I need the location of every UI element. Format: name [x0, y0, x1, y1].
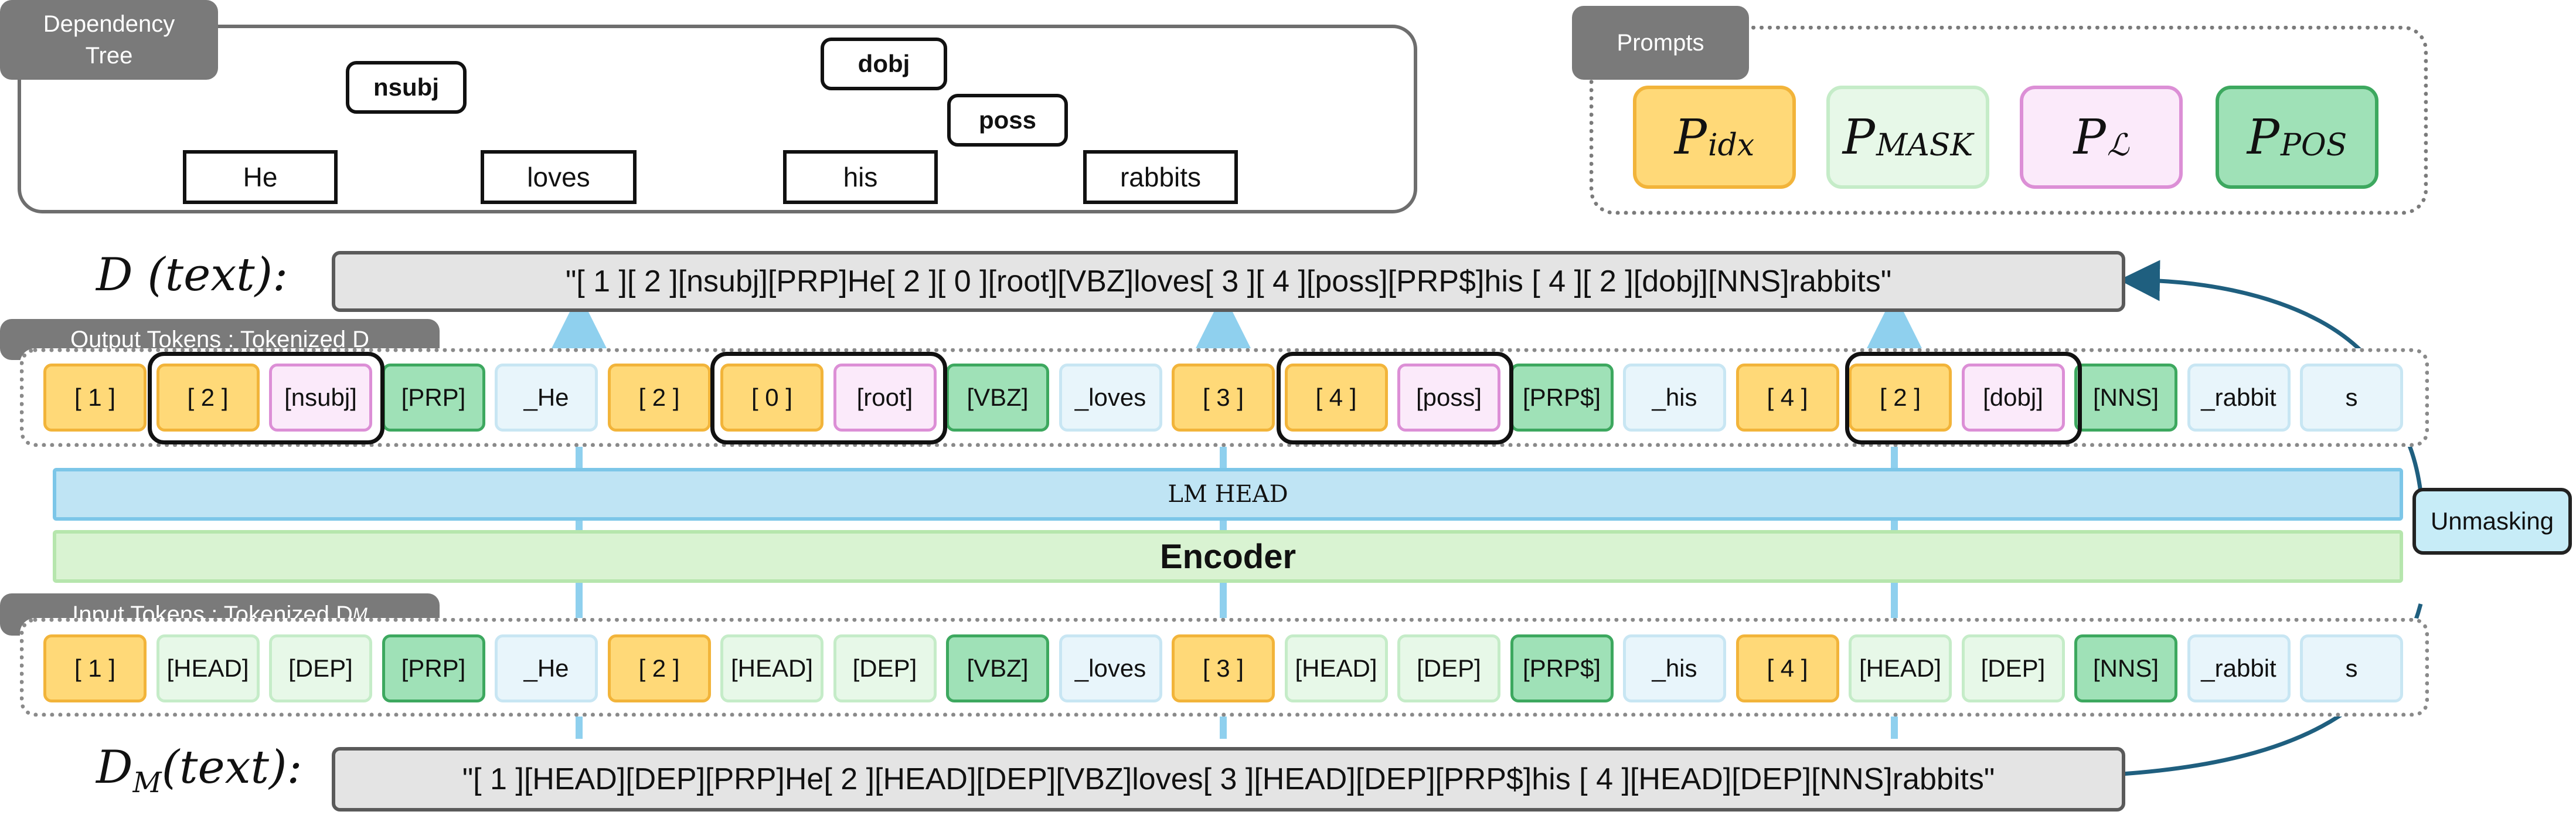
- group-box-dobj: [1845, 352, 2082, 444]
- output-tokens-token-17: [dobj]: [1961, 364, 2065, 432]
- output-tokens-token-3: [PRP]: [382, 364, 485, 432]
- dependency-tree-tag: Dependency Tree: [0, 0, 218, 80]
- output-tokens-token-9: _loves: [1059, 364, 1162, 432]
- input-tokens-token-18: [NNS]: [2074, 634, 2177, 702]
- input-tokens-token-11: [HEAD]: [1284, 634, 1388, 702]
- output-tokens-token-10: [ 3 ]: [1172, 364, 1275, 432]
- dm-text-label: DM(text):: [96, 741, 302, 799]
- output-tokens-token-16: [ 2 ]: [1849, 364, 1952, 432]
- prompt-idx-subscript: idx: [1707, 128, 1755, 163]
- output-tokens-token-13: [PRP$]: [1510, 364, 1614, 432]
- output-tokens-token-6: [ 0 ]: [720, 364, 823, 432]
- output-tokens-token-2: [nsubj]: [269, 364, 372, 432]
- tree-word-loves: loves: [481, 150, 637, 204]
- input-tokens-token-9: _loves: [1059, 634, 1162, 702]
- dm-text-label-main: D: [96, 741, 133, 794]
- input-tokens-token-0: [ 1 ]: [43, 634, 147, 702]
- encoder-block: Encoder: [53, 530, 2403, 583]
- input-tokens-token-8: [VBZ]: [946, 634, 1049, 702]
- input-tokens-token-10: [ 3 ]: [1172, 634, 1275, 702]
- output-tokens-token-1: [ 2 ]: [156, 364, 260, 432]
- input-tokens-token-20: s: [2300, 634, 2403, 702]
- relation-dobj: dobj: [821, 38, 947, 90]
- input-tokens-token-12: [DEP]: [1397, 634, 1500, 702]
- input-tokens-token-14: _his: [1623, 634, 1726, 702]
- dm-text-label-tail: (text):: [161, 741, 302, 794]
- input-tokens-token-6: [HEAD]: [720, 634, 823, 702]
- output-tokens-token-15: [ 4 ]: [1736, 364, 1839, 432]
- prompt-idx-symbol: P: [1674, 109, 1707, 165]
- output-tokens-token-11: [ 4 ]: [1284, 364, 1388, 432]
- input-tokens-token-5: [ 2 ]: [607, 634, 711, 702]
- input-tokens-token-17: [DEP]: [1961, 634, 2065, 702]
- group-box-poss: [1277, 352, 1513, 444]
- input-tokens-token-1: [HEAD]: [156, 634, 260, 702]
- input-token-container: [ 1 ][HEAD][DEP][PRP]_He[ 2 ][HEAD][DEP]…: [43, 634, 2411, 702]
- prompt-loss-symbol: P: [2073, 109, 2106, 165]
- relation-poss: poss: [947, 94, 1068, 147]
- dm-text-bar: "[ 1 ][HEAD][DEP][PRP]He[ 2 ][HEAD][DEP]…: [332, 747, 2125, 812]
- output-tokens-token-20: s: [2300, 364, 2403, 432]
- output-tokens-token-0: [ 1 ]: [43, 364, 147, 432]
- input-tokens-token-13: [PRP$]: [1510, 634, 1614, 702]
- input-tokens-token-7: [DEP]: [833, 634, 937, 702]
- tree-word-rabbits: rabbits: [1083, 150, 1238, 204]
- d-text-bar: "[ 1 ][ 2 ][nsubj][PRP]He[ 2 ][ 0 ][root…: [332, 251, 2125, 312]
- output-tokens-token-14: _his: [1623, 364, 1726, 432]
- input-tokens-token-15: [ 4 ]: [1736, 634, 1839, 702]
- prompt-mask-subscript: MASK: [1876, 128, 1973, 163]
- prompt-pos-subscript: POS: [2280, 128, 2347, 163]
- output-tokens-token-4: _He: [495, 364, 598, 432]
- dm-text-label-sub: M: [132, 766, 162, 799]
- tree-word-he: He: [183, 150, 338, 204]
- unmasking-curve-top: [2119, 260, 2364, 354]
- input-tokens-token-19: _rabbit: [2187, 634, 2291, 702]
- input-tokens-token-4: _He: [495, 634, 598, 702]
- group-box-root: [710, 352, 947, 444]
- group-box-nsubj: [148, 352, 384, 444]
- prompts-tag: Prompts: [1572, 6, 1749, 80]
- output-tokens-token-8: [VBZ]: [946, 364, 1049, 432]
- tree-word-his: his: [783, 150, 938, 204]
- prompt-pos-symbol: P: [2247, 109, 2279, 165]
- output-token-container: [ 1 ][ 2 ][nsubj][PRP]_He[ 2 ][ 0 ][root…: [43, 364, 2411, 432]
- output-tokens-token-5: [ 2 ]: [607, 364, 711, 432]
- input-tokens-token-3: [PRP]: [382, 634, 485, 702]
- lm-head-block: LM HEAD: [53, 468, 2403, 521]
- d-text-label-text: D (text):: [96, 249, 288, 301]
- output-tokens-token-18: [NNS]: [2074, 364, 2177, 432]
- output-tokens-token-19: _rabbit: [2187, 364, 2291, 432]
- output-tokens-token-12: [poss]: [1397, 364, 1500, 432]
- prompt-mask-symbol: P: [1842, 109, 1875, 165]
- output-tokens-token-7: [root]: [833, 364, 937, 432]
- unmasking-box: Unmasking: [2412, 488, 2572, 555]
- relation-nsubj: nsubj: [346, 61, 467, 114]
- d-text-label: D (text):: [96, 249, 288, 301]
- prompt-loss-subscript: ℒ: [2107, 128, 2129, 163]
- input-tokens-token-16: [HEAD]: [1849, 634, 1952, 702]
- input-tokens-token-2: [DEP]: [269, 634, 372, 702]
